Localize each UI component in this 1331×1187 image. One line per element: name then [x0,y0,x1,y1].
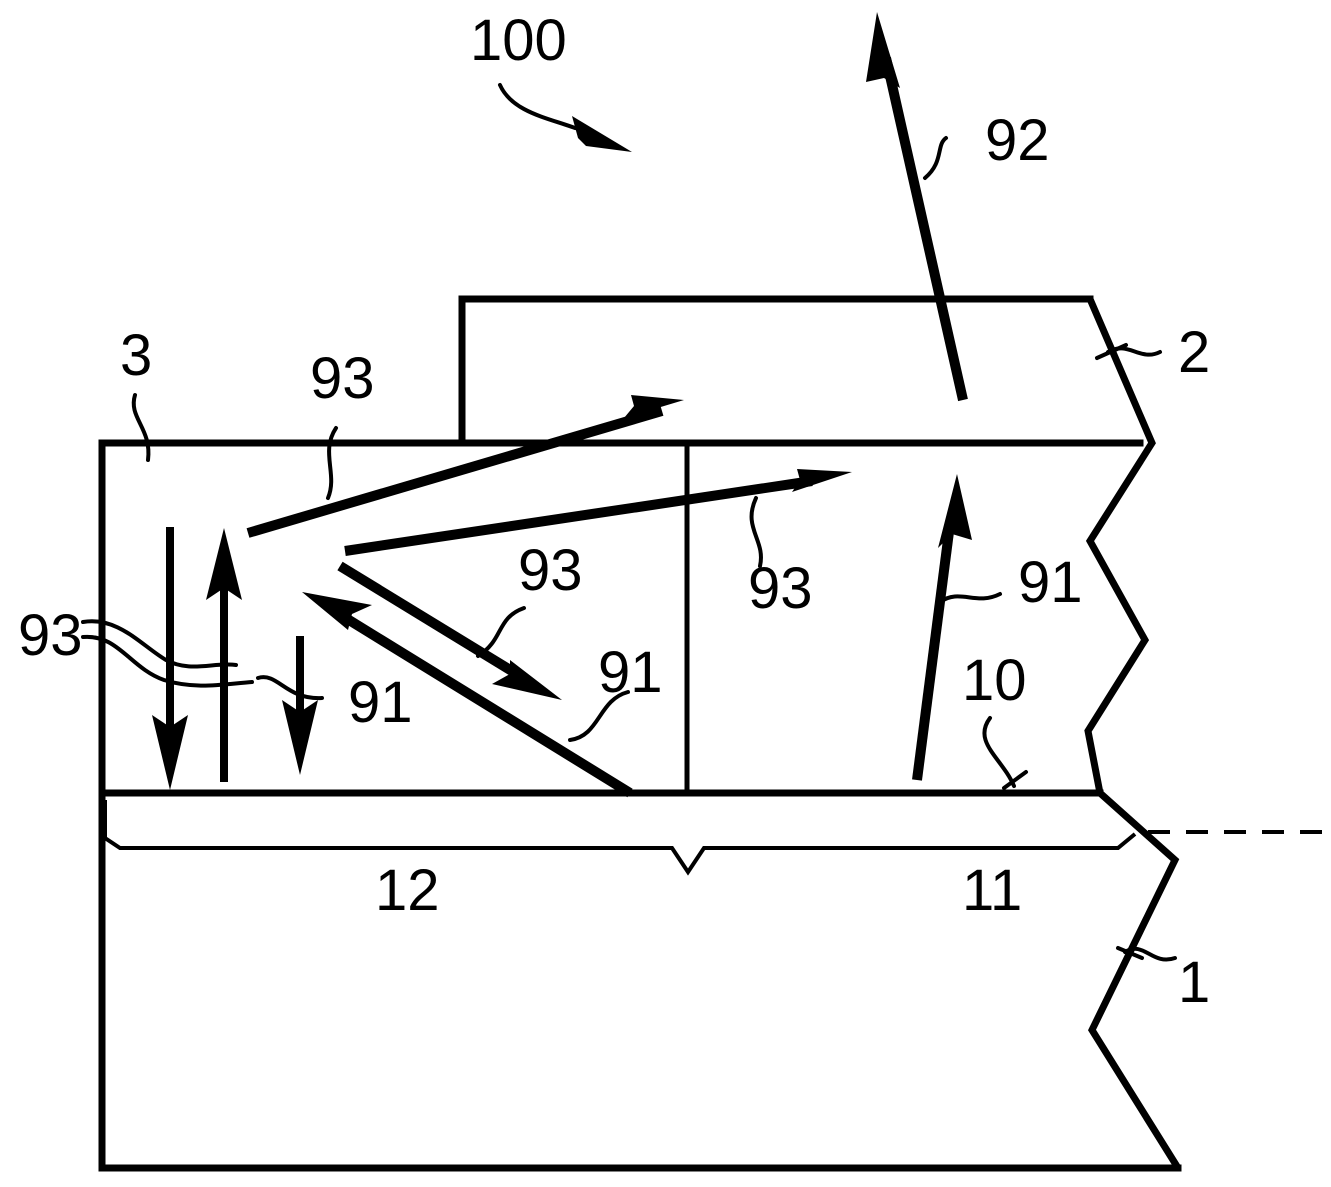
label-91-left: 91 [348,670,413,735]
flow-91-right-shaft [912,523,955,781]
flow-93-up-arrowhead [206,528,242,600]
label-93-top: 93 [310,346,375,411]
label-93-right: 93 [748,556,813,621]
flow-93-right-arrowhead [792,469,852,492]
brace-12-path [103,800,980,876]
flow-91-diagonal-arrowhead [302,592,372,630]
label-93-top-leader [326,426,338,500]
label-2-tick [1095,343,1128,360]
flow-93-right-shaft [344,476,813,556]
zigzag-break-edge [1084,297,1181,1170]
flow-92-shaft [881,56,968,402]
brace-11-path [980,832,1137,850]
label-10-leader [982,716,1016,788]
layer-3-block [98,439,1144,1172]
label-91-left-leader [256,675,324,701]
figure-100-arrowhead [572,116,632,152]
label-2-group: 2 [1095,320,1210,385]
label-12: 12 [375,858,440,923]
flow-93-mid-arrowhead [492,660,562,700]
flow-93-mid-shaft [337,561,523,681]
label-1-group: 1 [1116,946,1210,1015]
label-100: 100 [470,8,567,73]
flow-93-down-arrowhead [152,715,188,790]
flow-91-down-arrowhead [282,700,318,775]
label-93-far-left-group: 93 [18,603,254,688]
flow-91-diagonal-shaft [333,607,633,798]
label-91-right: 91 [1018,550,1083,615]
label-93-right-leader [749,496,763,568]
figure-callout-100: 100 [470,8,632,152]
flow-91-right-arrowhead [938,474,972,548]
flow-92-arrowhead [866,12,900,88]
label-1: 1 [1178,950,1210,1015]
figure-100-leader [498,83,577,130]
flow-arrow-93-mid: 93 [337,538,583,700]
label-1-leader [1123,946,1177,962]
label-3-leader [131,393,151,462]
flow-arrow-93-right: 93 [344,469,852,621]
label-91-diagonal-leader [568,690,630,742]
brace-region-11: 11 [962,832,1137,923]
flow-arrow-92: 92 [866,12,1050,402]
label-11: 11 [962,858,1022,923]
flow-arrow-93-up-left [206,528,242,782]
label-91-diagonal: 91 [598,640,663,705]
layer-2-block [458,295,1094,447]
label-1-tick [1116,946,1144,960]
flow-arrow-91-down-left: 91 [256,636,413,775]
label-3: 3 [120,323,152,388]
label-10: 10 [962,648,1027,713]
break-line-zigzag [1084,297,1181,1170]
label-91-right-leader [938,592,1002,604]
label-92-leader [923,136,948,180]
flow-arrow-93-down-left [152,527,188,790]
label-10-group: 10 [962,648,1028,790]
label-3-group: 3 [120,323,152,462]
flow-arrow-91-right: 91 [912,474,1083,781]
label-93-mid-leader [476,606,526,658]
flow-93-top-arrowhead [624,395,684,418]
label-93-mid: 93 [518,538,583,603]
label-10-tick [1002,770,1028,790]
label-93-leader-a [81,619,238,669]
flow-arrow-93-top: 93 [246,346,684,538]
label-93-far-left: 93 [18,603,83,668]
brace-region-12: 12 [103,800,980,923]
label-92: 92 [985,108,1050,173]
label-93-leader-b [81,634,254,688]
flow-arrow-91-diagonal: 91 [302,592,663,798]
flow-93-top-shaft [246,406,664,538]
label-2: 2 [1178,320,1210,385]
